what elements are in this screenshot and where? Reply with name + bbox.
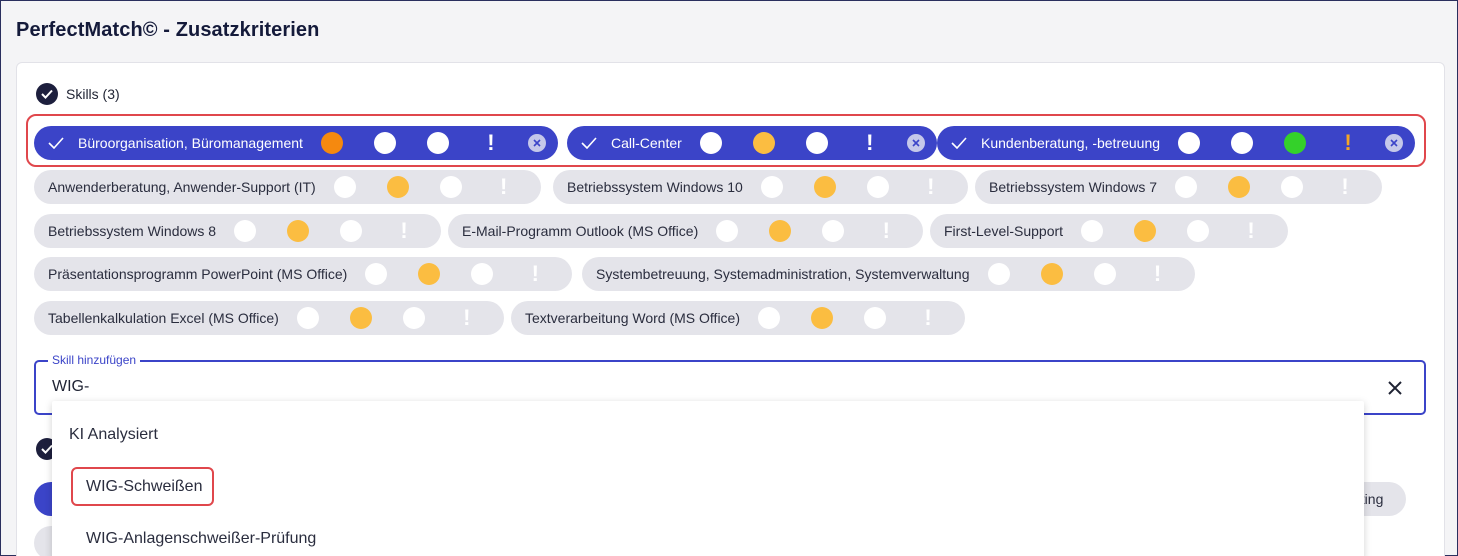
level-dot[interactable] <box>822 220 845 242</box>
level-dot[interactable] <box>769 220 792 242</box>
level-dot[interactable] <box>1081 220 1104 242</box>
page-title: PerfectMatch© - Zusatzkriterien <box>16 19 320 41</box>
priority-exclamation-icon[interactable]: ! <box>882 218 890 243</box>
suggested-skill-chip[interactable]: Anwenderberatung, Anwender-Support (IT) … <box>34 170 541 204</box>
checkmark-icon <box>951 137 967 149</box>
level-dot[interactable] <box>471 263 494 285</box>
level-dot[interactable] <box>333 176 356 198</box>
level-dot[interactable] <box>1228 176 1251 198</box>
skill-label: Büroorganisation, Büromanagement <box>78 135 303 151</box>
skill-label: Tabellenkalkulation Excel (MS Office) <box>48 310 279 326</box>
selected-skill-chip[interactable]: Kundenberatung, -betreuung ! <box>937 126 1416 160</box>
dropdown-group-label: KI Analysiert <box>69 426 158 443</box>
level-dot[interactable] <box>1178 132 1201 154</box>
suggested-skill-chip[interactable]: First-Level-Support ! <box>930 214 1289 248</box>
level-dot[interactable] <box>349 307 372 329</box>
skill-label: E-Mail-Programm Outlook (MS Office) <box>462 223 699 239</box>
suggested-skill-chip[interactable]: Betriebssystem Windows 8 ! <box>34 214 442 248</box>
skill-label: Betriebssystem Windows 7 <box>989 179 1158 195</box>
skill-suggestions-dropdown: KI Analysiert WIG-Schweißen WIG-Anlagens… <box>52 401 1364 556</box>
level-dot[interactable] <box>758 307 781 329</box>
level-dot[interactable] <box>386 176 409 198</box>
level-dot[interactable] <box>1040 263 1063 285</box>
level-dot[interactable] <box>340 220 363 242</box>
priority-exclamation-icon[interactable]: ! <box>1247 218 1255 243</box>
skill-add-input[interactable] <box>52 378 1352 396</box>
priority-exclamation-icon[interactable]: ! <box>1344 130 1352 155</box>
level-dot[interactable] <box>1281 176 1304 198</box>
level-dot[interactable] <box>1175 176 1198 198</box>
level-dot[interactable] <box>1231 132 1254 154</box>
level-dot[interactable] <box>716 220 739 242</box>
priority-exclamation-icon[interactable]: ! <box>924 305 932 330</box>
level-dot[interactable] <box>296 307 319 329</box>
checkmark-icon[interactable] <box>36 83 58 105</box>
skill-label: Betriebssystem Windows 10 <box>567 179 743 195</box>
level-dot[interactable] <box>439 176 462 198</box>
remove-icon[interactable] <box>1385 134 1404 152</box>
level-dot[interactable] <box>426 132 449 154</box>
suggested-skill-chip[interactable]: Betriebssystem Windows 7 ! <box>975 170 1383 204</box>
level-dot[interactable] <box>813 176 836 198</box>
level-dot[interactable] <box>805 132 828 154</box>
skill-label: Betriebssystem Windows 8 <box>48 223 217 239</box>
dropdown-option[interactable]: WIG-Anlagenschweißer-Prüfung <box>86 530 317 547</box>
priority-exclamation-icon[interactable]: ! <box>531 261 539 286</box>
skill-label: Kundenberatung, -betreuung <box>981 135 1161 151</box>
selected-skill-chip[interactable]: Büroorganisation, Büromanagement ! <box>34 126 558 160</box>
priority-exclamation-icon[interactable]: ! <box>1153 261 1162 286</box>
level-dot[interactable] <box>1187 220 1210 242</box>
priority-exclamation-icon[interactable]: ! <box>400 218 408 243</box>
priority-exclamation-icon[interactable]: ! <box>487 130 495 155</box>
level-dot[interactable] <box>234 220 257 242</box>
skills-section-label: Skills (3) <box>66 86 120 102</box>
dropdown-option[interactable]: WIG-Schweißen <box>86 478 203 495</box>
level-dot[interactable] <box>287 220 310 242</box>
level-dot[interactable] <box>987 263 1010 285</box>
option-highlight <box>71 467 214 506</box>
suggested-skill-chip[interactable]: Systembetreuung, Systemadministration, S… <box>582 257 1195 291</box>
skill-label: Systembetreuung, Systemadministration, S… <box>596 266 970 282</box>
selected-skill-chip[interactable]: Call-Center ! <box>567 126 937 160</box>
skill-label: Call-Center <box>611 135 682 151</box>
remove-icon[interactable] <box>906 134 925 152</box>
priority-exclamation-icon[interactable]: ! <box>1341 174 1349 199</box>
skill-label: Präsentationsprogramm PowerPoint (MS Off… <box>48 266 348 282</box>
checkmark-icon <box>581 137 597 149</box>
skills-section-header[interactable]: Skills (3) <box>36 83 120 105</box>
level-dot[interactable] <box>699 132 722 154</box>
level-dot[interactable] <box>811 307 834 329</box>
priority-exclamation-icon[interactable]: ! <box>866 130 874 155</box>
remove-icon[interactable] <box>527 134 546 152</box>
clear-icon[interactable] <box>1384 377 1406 399</box>
skill-add-label: Skill hinzufügen <box>48 353 141 367</box>
level-dot[interactable] <box>752 132 775 154</box>
skill-label: Textverarbeitung Word (MS Office) <box>525 310 741 326</box>
level-dot[interactable] <box>402 307 425 329</box>
priority-exclamation-icon[interactable]: ! <box>927 174 935 199</box>
level-dot[interactable] <box>418 263 441 285</box>
level-dot[interactable] <box>320 132 343 154</box>
suggested-skill-chip[interactable]: Präsentationsprogramm PowerPoint (MS Off… <box>34 257 573 291</box>
skill-label: Anwenderberatung, Anwender-Support (IT) <box>48 179 316 195</box>
level-dot[interactable] <box>1134 220 1157 242</box>
level-dot[interactable] <box>866 176 889 198</box>
level-dot[interactable] <box>1093 263 1116 285</box>
priority-exclamation-icon[interactable]: ! <box>463 305 471 330</box>
level-dot[interactable] <box>760 176 783 198</box>
level-dot[interactable] <box>373 132 396 154</box>
skill-label: First-Level-Support <box>944 223 1064 239</box>
level-dot[interactable] <box>365 263 388 285</box>
suggested-skill-chip[interactable]: Textverarbeitung Word (MS Office) ! <box>511 301 966 335</box>
level-dot[interactable] <box>864 307 887 329</box>
priority-exclamation-icon[interactable]: ! <box>500 174 508 199</box>
selected-skills-highlight <box>26 114 1426 167</box>
level-dot[interactable] <box>1284 132 1307 154</box>
suggested-skill-chip[interactable]: Tabellenkalkulation Excel (MS Office) ! <box>34 301 504 335</box>
suggested-skill-chip[interactable]: Betriebssystem Windows 10 ! <box>553 170 968 204</box>
suggested-skill-chip[interactable]: E-Mail-Programm Outlook (MS Office) ! <box>448 214 924 248</box>
checkmark-icon <box>48 137 64 149</box>
